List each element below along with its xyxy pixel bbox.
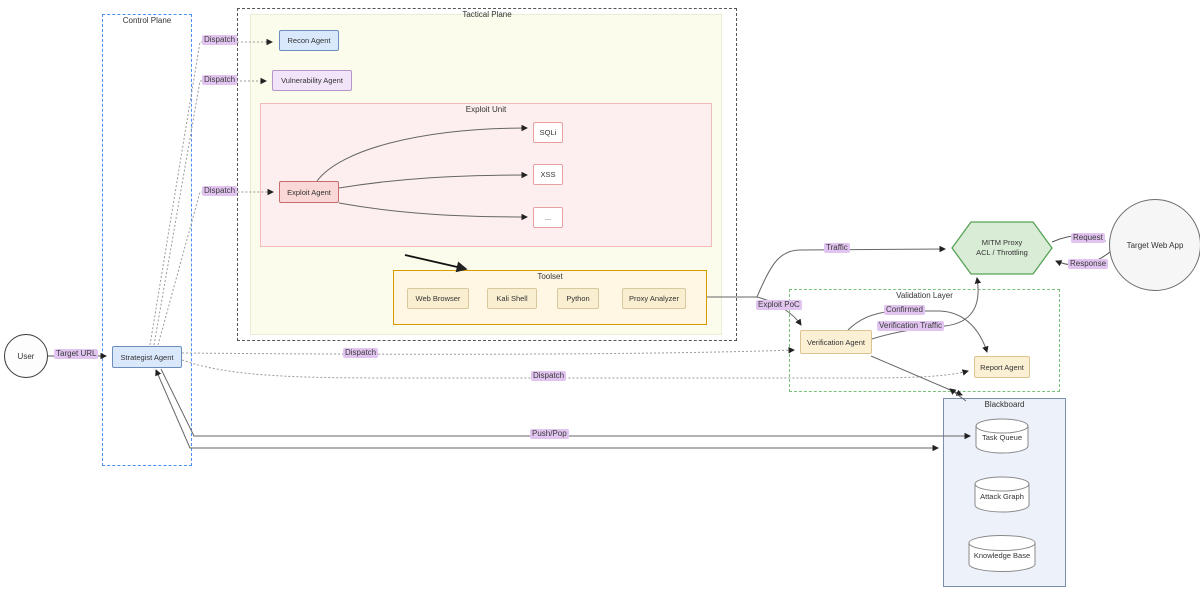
edge-dispatch-verification xyxy=(181,346,795,355)
attack-graph-cylinder xyxy=(974,476,1030,513)
exploit-unit-title: Exploit Unit xyxy=(465,105,507,114)
target-web-app-node: Target Web App xyxy=(1109,199,1200,291)
validation-layer-title: Validation Layer xyxy=(896,291,953,300)
target-web-app-label: Target Web App xyxy=(1126,240,1184,250)
vulnerability-agent-label: Vulnerability Agent xyxy=(281,76,343,85)
report-agent-node: Report Agent xyxy=(974,356,1030,378)
edge-validation-blackboard xyxy=(870,355,963,396)
edge-dispatch-exploit xyxy=(157,188,274,346)
edge-blackboard-validation xyxy=(949,388,967,402)
control-plane-group: Control Plane xyxy=(102,14,192,466)
recon-agent-node: Recon Agent xyxy=(279,30,339,51)
vulnerability-agent-node: Vulnerability Agent xyxy=(272,70,352,91)
task-queue-label: Task Queue xyxy=(981,433,1023,442)
edge-label-request: Request xyxy=(1071,233,1105,243)
edge-exploit-sqli xyxy=(316,124,528,182)
recon-agent-label: Recon Agent xyxy=(287,36,331,45)
edge-label-confirmed: Confirmed xyxy=(884,305,925,315)
mitm-proxy-line1: MITM Proxy xyxy=(981,238,1023,247)
strategist-agent-node: Strategist Agent xyxy=(112,346,182,368)
edge-label-dispatch-vulnerability: Dispatch xyxy=(202,75,238,85)
edge-verification-traffic-mitm xyxy=(871,277,982,340)
edge-label-dispatch-verification: Dispatch xyxy=(343,348,379,358)
verification-agent-label: Verification Agent xyxy=(807,337,865,347)
knowledge-base-cylinder xyxy=(968,535,1036,572)
ellipsis-label: ... xyxy=(544,213,552,222)
task-queue-cylinder xyxy=(975,418,1029,454)
sqli-node: SQLi xyxy=(533,122,563,143)
verification-agent-node: Verification Agent xyxy=(800,330,872,354)
edge-label-dispatch-recon: Dispatch xyxy=(202,35,238,45)
edge-confirmed-report xyxy=(847,310,989,353)
web-browser-tool: Web Browser xyxy=(407,288,469,309)
edge-blackboard-strategist xyxy=(155,369,939,452)
tactical-plane-group: Tactical Plane xyxy=(237,8,737,341)
tactical-plane-title: Tactical Plane xyxy=(462,10,512,19)
edge-label-target-url: Target URL xyxy=(54,349,99,359)
user-label: User xyxy=(17,351,35,361)
python-label: Python xyxy=(566,294,590,303)
proxy-analyzer-tool: Proxy Analyzer xyxy=(622,288,686,309)
knowledge-base-label: Knowledge Base xyxy=(973,551,1031,560)
xss-node: XSS xyxy=(533,164,563,185)
attack-graph-label: Attack Graph xyxy=(980,492,1024,501)
edge-exploit-ellipsis xyxy=(338,202,528,221)
kali-shell-label: Kali Shell xyxy=(496,294,528,303)
xss-label: XSS xyxy=(540,170,556,179)
edge-traffic-mitm xyxy=(756,245,946,298)
edge-label-traffic: Traffic xyxy=(824,243,850,253)
edge-label-dispatch-report: Dispatch xyxy=(531,371,567,381)
report-agent-label: Report Agent xyxy=(980,362,1024,372)
blackboard-title: Blackboard xyxy=(984,400,1025,409)
python-tool: Python xyxy=(557,288,599,309)
web-browser-label: Web Browser xyxy=(415,294,461,303)
mitm-proxy-node xyxy=(951,221,1053,275)
user-node: User xyxy=(4,334,48,378)
edge-exploit-unit-toolset xyxy=(404,254,468,273)
sqli-label: SQLi xyxy=(539,128,557,137)
edge-label-response: Response xyxy=(1068,259,1109,269)
edge-exploit-xss xyxy=(338,171,528,189)
edge-label-verification-traffic: Verification Traffic xyxy=(877,321,944,331)
proxy-analyzer-label: Proxy Analyzer xyxy=(628,294,680,303)
mitm-proxy-line2: ACL / Throttling xyxy=(976,248,1028,257)
edge-dispatch-vulnerability xyxy=(153,77,267,346)
edge-label-push-pop: Push/Pop xyxy=(530,429,569,439)
strategist-agent-label: Strategist Agent xyxy=(120,352,174,362)
edge-label-dispatch-exploit: Dispatch xyxy=(202,186,238,196)
mitm-proxy-label: MITM Proxy ACL / Throttling xyxy=(952,232,1052,264)
ellipsis-node: ... xyxy=(533,207,563,228)
exploit-agent-node: Exploit Agent xyxy=(279,181,339,203)
exploit-agent-label: Exploit Agent xyxy=(287,187,331,197)
kali-shell-tool: Kali Shell xyxy=(487,288,537,309)
control-plane-title: Control Plane xyxy=(122,16,172,25)
edge-label-exploit-poc: Exploit PoC xyxy=(756,300,802,310)
toolset-title: Toolset xyxy=(537,272,563,281)
